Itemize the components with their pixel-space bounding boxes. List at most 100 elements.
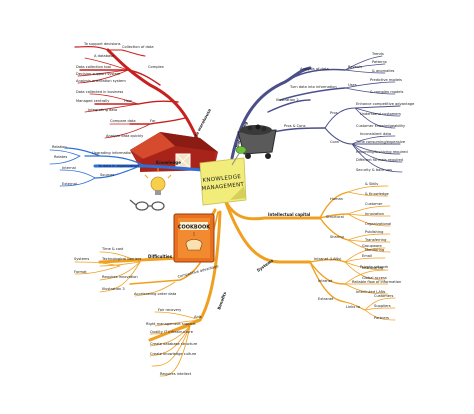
orange-sys-a-label: Intranet (LANs): [314, 257, 342, 261]
navy-cons-item: Inconsistent data: [360, 132, 391, 136]
orange-left-c-item: Quality IT infrastructure: [150, 330, 194, 334]
navy-cons-item: Reporting/Archiving required: [356, 150, 408, 154]
center-title-line2: MANAGEMENT: [201, 182, 244, 192]
blue-c-label: Sources: [100, 173, 114, 177]
orange-human-item: & Knowledge: [365, 192, 389, 196]
navy-pros-item: Understand customers: [360, 112, 401, 116]
pushpin-icon: [231, 146, 247, 166]
navy-b-item: Predictive models: [370, 78, 402, 82]
navy-a-item: Patterns: [372, 60, 387, 64]
center-title-line1: KNOWLEDGE: [202, 174, 241, 184]
orange-sys-b-item: Reliable flow of information: [352, 280, 401, 284]
red-c-item: Data collected in business: [76, 90, 123, 94]
red-b-item: Decision support system: [76, 72, 121, 76]
orange-sys-c-item: Partners: [374, 316, 389, 320]
blue-b-label: Relates: [54, 155, 67, 159]
orange-right-item: Human: [330, 197, 343, 201]
cookbook-label: COOKBOOK: [178, 225, 211, 231]
orange-sharing-item: Monitoring: [365, 248, 384, 252]
orange-sys-c-label: Extranet: [318, 297, 334, 301]
red-d-item: Compare data: [110, 119, 136, 123]
red-c-item: Managed centrally: [76, 99, 110, 103]
orange-sys-b-item: Private network: [360, 265, 389, 269]
orange-branch-labels: Intellectual capital Human Structural Sh…: [74, 182, 401, 376]
orange-sharing-item: Transferring: [364, 238, 386, 242]
navy-cons-label: Cons: [330, 140, 339, 144]
orange-left-a-item: Illustration 3: [102, 287, 125, 291]
orange-sys-a-item: Info sharing: [362, 266, 383, 270]
blue-b-item: Relation: [52, 145, 67, 149]
orange-left-c-label: Benefits: [216, 291, 227, 311]
orange-left-b-sub: Accelerating order data: [134, 292, 176, 296]
orange-left-c-item: Right management support: [146, 322, 196, 326]
eyeglasses-icon: [129, 199, 165, 211]
orange-structural-item: Innovation: [365, 212, 384, 216]
orange-left-c-item: Fair recovery: [158, 308, 182, 312]
red-b-label: Complex: [148, 65, 165, 69]
navy-b-sub: Uses: [348, 83, 357, 87]
red-d-item: Analyze data quickly: [106, 134, 144, 138]
red-branch: [74, 46, 207, 160]
orange-right-item: Sharing: [330, 235, 344, 239]
red-b-item: Data collection tool: [76, 65, 111, 69]
orange-left-c-item: Create knowledge culture: [150, 352, 197, 356]
navy-pros-label: Pros: [330, 111, 338, 115]
navy-branch-labels: Data mining Analysis of data Reveals Tre…: [234, 52, 415, 172]
navy-c-label: Illustration 2: [276, 98, 299, 102]
navy-a-label: Analysis of data: [300, 67, 329, 71]
navy-a-item: & anomalies: [372, 69, 395, 73]
orange-branch: [74, 185, 396, 377]
orange-left-a-item: Requires innovation: [102, 275, 138, 279]
red-c-label: How: [124, 99, 132, 103]
red-a-item: To support decisions: [83, 42, 121, 46]
blue-c-item: Internal: [62, 166, 76, 170]
blue-branch-labels: Knowledge Upgrading information Relates …: [52, 145, 181, 186]
orange-sys-b-label: Intranet: [318, 279, 333, 283]
navy-pros-item: Customer knowledgeability: [356, 124, 406, 128]
orange-left-a-item: Technological barriers: [101, 257, 141, 261]
orange-sharing-item: Publishing: [365, 230, 383, 234]
navy-cons-item: Security & back ups: [356, 168, 392, 172]
orange-human-item: & Skills: [365, 182, 378, 186]
orange-sys-c-sub: Links to: [346, 305, 360, 309]
orange-left-c-sub: Aids: [194, 315, 202, 319]
orange-sys-c-item: Customers: [374, 294, 393, 298]
cookbook-icon: COOKBOOK: [173, 213, 215, 263]
orange-left-c-item: Create database structure: [150, 342, 198, 346]
red-c-item: Integrating data: [88, 108, 117, 112]
red-d-label: For: [150, 119, 156, 123]
orange-structural-item: Organizational: [365, 222, 391, 226]
orange-right-label: Intellectual capital: [268, 212, 311, 217]
navy-d-label: Pros & Cons: [284, 124, 306, 128]
orange-tech-item: Systems: [74, 257, 89, 261]
lightbulb-icon: [144, 168, 172, 195]
orange-sys-a-item: Email: [362, 254, 372, 258]
orange-tech-item: Format: [74, 270, 87, 274]
orange-left-a-item: Time & cost: [101, 247, 124, 251]
navy-b-item: & complex models: [370, 90, 404, 94]
red-a-label: Collection of data: [122, 45, 154, 49]
blue-main-label: Knowledge: [156, 160, 181, 165]
orange-sys-c-item: Suppliers: [374, 304, 391, 308]
mine-cart-icon: [237, 124, 277, 159]
navy-pros-item: Enhance competitive advantage: [356, 102, 415, 106]
navy-cons-item: Different formats required: [356, 158, 403, 162]
orange-sys-a-item: Global access: [362, 276, 387, 280]
navy-a-sub: Reveals: [348, 65, 362, 69]
red-b-item: Analysis orientation system: [76, 79, 126, 83]
blue-b-item: To data in organization: [97, 164, 139, 168]
orange-sys-b-item: Interlinked LANs: [356, 290, 386, 294]
orange-left-c-item: Requires intellect: [160, 372, 192, 376]
navy-a-item: Trends: [371, 52, 384, 56]
orange-structural-item: Customer: [365, 202, 383, 206]
orange-left-a-label: Difficulties: [148, 254, 173, 259]
blue-c-item: External: [62, 182, 77, 186]
blue-a-label: Upgrading information: [92, 151, 133, 155]
orange-right-item: Structural: [326, 215, 344, 219]
navy-cons-item: Time consuming/expensive: [355, 140, 406, 144]
blue-branch: [49, 147, 204, 187]
orange-sys-a-item: Groupware: [362, 244, 382, 248]
red-b-item: A database: [94, 54, 115, 58]
navy-b-label: Turn data into information: [289, 85, 337, 89]
